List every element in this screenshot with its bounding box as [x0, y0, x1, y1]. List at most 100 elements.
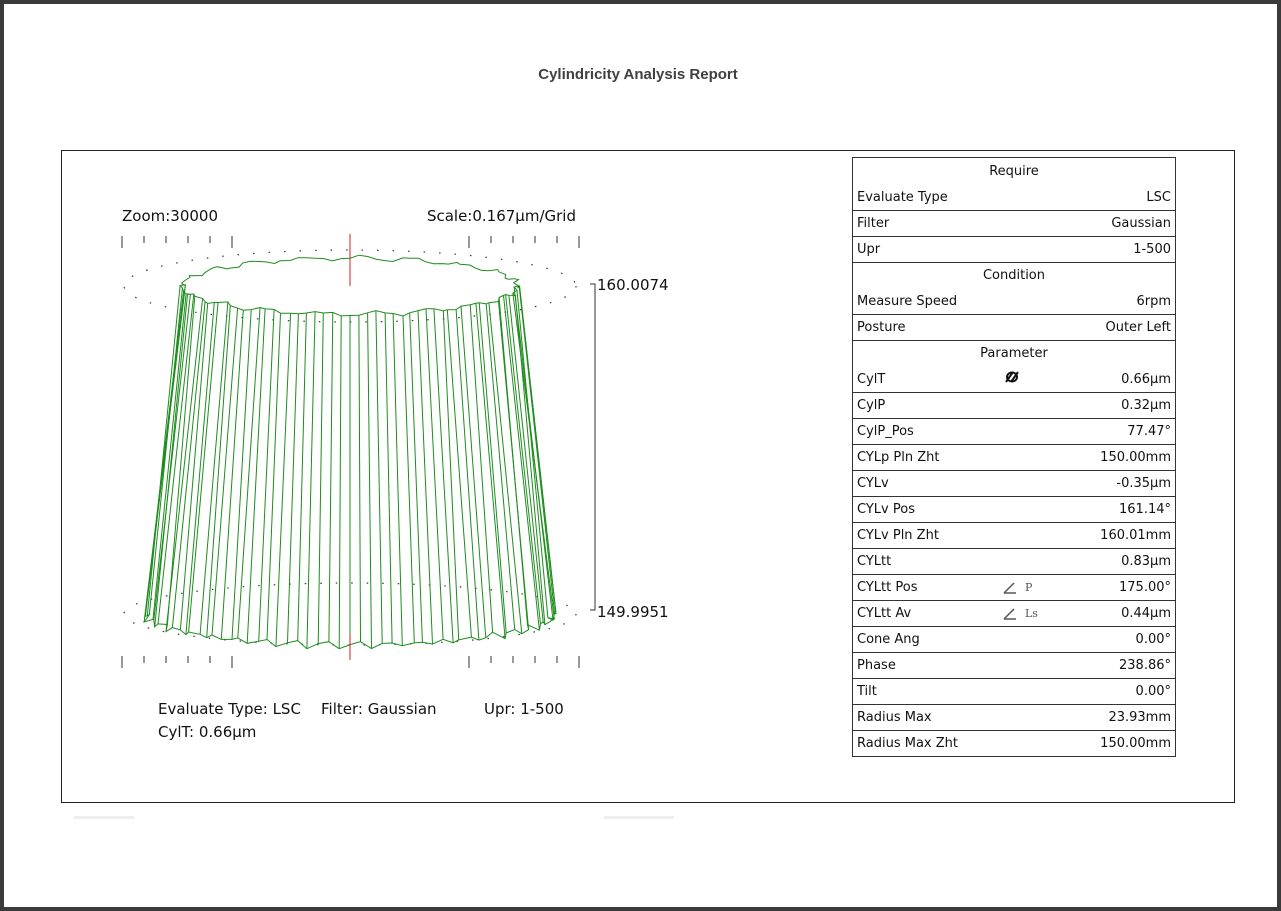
row-value: 160.01mm: [1100, 528, 1171, 543]
profile-line: [442, 310, 460, 640]
row-value: 0.00°: [1135, 684, 1171, 699]
profile-line: [166, 296, 196, 625]
profile-line: [231, 309, 252, 640]
profile-line: [498, 301, 530, 630]
profile-line: [417, 310, 433, 645]
profile-line: [469, 304, 494, 633]
zoom-label: Zoom:30000: [122, 207, 218, 225]
profile-line: [488, 302, 523, 634]
profile-line: [188, 302, 219, 633]
angle-p-icon: P: [1003, 580, 1032, 595]
profile-line: [153, 294, 191, 621]
caption-evaluate-type: Evaluate Type: LSC: [158, 700, 301, 718]
row-value: 6rpm: [1136, 293, 1171, 309]
row-label: CYLtt Pos: [857, 580, 918, 595]
row-value: 23.93mm: [1108, 710, 1171, 725]
profile-line: [266, 313, 281, 640]
row-value: 0.83µm: [1121, 554, 1171, 569]
profile-line: [185, 302, 215, 635]
row-label: CYLtt Av: [857, 606, 912, 621]
profile-line: [402, 315, 415, 643]
cylindricity-icon: [1003, 370, 1021, 388]
row-value: 1-500: [1133, 242, 1171, 257]
profile-line: [446, 309, 472, 638]
profile-line: [375, 310, 383, 644]
row-label: CYLp Pln Zht: [857, 450, 940, 465]
profile-line: [157, 293, 195, 624]
angle-subscript: Ls: [1025, 607, 1038, 620]
profile-line: [165, 298, 204, 632]
profile-line: [297, 312, 307, 641]
profile-line: [171, 301, 206, 628]
reference-ellipse: [123, 582, 577, 646]
row-label: CYLv Pos: [857, 502, 915, 517]
table-row: CYLp Pln Zht 150.00mm: [853, 444, 1175, 470]
faint-footer-mark: [604, 816, 674, 819]
row-value: -0.35µm: [1116, 476, 1171, 491]
profile-line: [148, 287, 183, 615]
table-row: Upr 1-500: [853, 236, 1175, 262]
row-value: LSC: [1146, 189, 1171, 205]
profile-line: [317, 312, 324, 644]
row-label: Cone Ang: [857, 632, 920, 647]
angle-subscript: P: [1025, 581, 1033, 594]
row-label: Evaluate Type: [857, 189, 948, 205]
row-label: CylP: [857, 398, 886, 413]
profile-line: [409, 312, 423, 643]
profile-line: [146, 285, 181, 616]
profile-line: [258, 309, 275, 642]
row-label: Filter: [857, 216, 890, 231]
row-value: 0.44µm: [1121, 606, 1171, 621]
row-value: 150.00mm: [1100, 450, 1171, 465]
profile-line: [505, 294, 541, 624]
row-label: Phase: [857, 658, 896, 673]
table-row: Filter Gaussian: [853, 210, 1175, 236]
row-label: Tilt: [857, 684, 877, 699]
angle-ls-icon: Ls: [1003, 606, 1038, 621]
profile-line: [508, 295, 544, 622]
profile-line: [516, 290, 549, 618]
profile-line: [246, 308, 266, 644]
top-rim: [179, 254, 521, 317]
profile-line: [460, 306, 487, 638]
row-value: 0.66µm: [1121, 371, 1171, 387]
profile-line: [237, 307, 261, 638]
report-page: Cylindricity Analysis Report Zoom:30000 …: [4, 4, 1277, 907]
table-row: Tilt 0.00°: [853, 678, 1175, 704]
profile-line: [358, 315, 361, 642]
row-value: 150.00mm: [1100, 736, 1171, 751]
section-parameter: Parameter: [853, 340, 1175, 366]
profile-line: [425, 308, 444, 640]
faint-footer-mark: [74, 816, 134, 819]
row-value: 77.47°: [1127, 424, 1171, 439]
profile-line: [152, 293, 187, 620]
row-value: 0.00°: [1135, 632, 1171, 647]
row-label: CYLv Pln Zht: [857, 528, 939, 543]
profile-line: [384, 312, 393, 644]
table-row: CYLtt Av Ls 0.44µm: [853, 600, 1175, 626]
profile-line: [154, 294, 188, 627]
profile-line: [503, 295, 540, 631]
profile-line: [514, 295, 546, 625]
row-value: Gaussian: [1111, 216, 1171, 231]
height-bracket: [590, 283, 596, 611]
caption-cylt: CylT: 0.66µm: [158, 723, 257, 741]
side-edge: [519, 285, 557, 615]
profile-line: [518, 285, 556, 614]
profile-line: [306, 311, 316, 649]
table-row: CYLv-0.35µm: [853, 470, 1175, 496]
table-row: CYLv Pos 161.14°: [853, 496, 1175, 522]
row-label: Upr: [857, 242, 881, 257]
profile-line: [328, 312, 334, 642]
row-value: 161.14°: [1119, 502, 1171, 517]
section-require: Require: [989, 163, 1039, 179]
